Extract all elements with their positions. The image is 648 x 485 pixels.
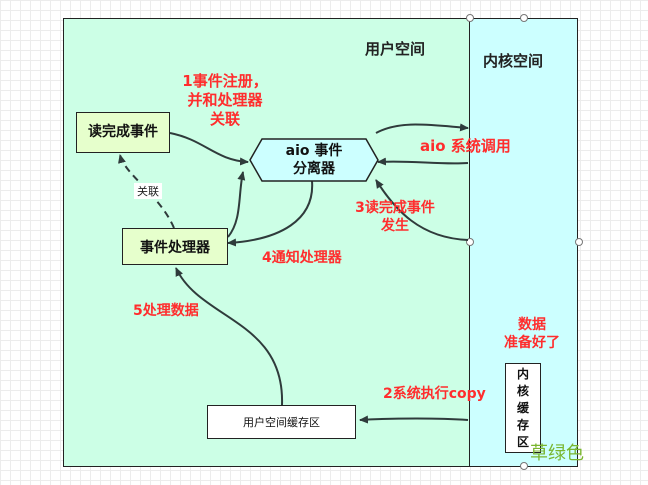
system-copy-annotation: 2系统执行copy	[383, 386, 486, 402]
aio-demux-hexagon	[249, 138, 379, 182]
color-label: 草绿色	[530, 443, 584, 464]
arrow-kernel-to-demux	[377, 157, 469, 166]
notify-handler-annotation: 4通知处理器	[262, 250, 342, 266]
read-complete-event-node[interactable]: 读完成事件	[76, 112, 170, 153]
associate-label: 关联	[134, 183, 162, 199]
aio-syscall-annotation: aio 系统调用	[420, 137, 511, 155]
resize-handle-left[interactable]	[466, 238, 474, 246]
arrow-demux-to-handler	[227, 180, 314, 247]
resize-handle-top[interactable]	[520, 14, 528, 22]
arrow-demux-to-kernel	[375, 123, 469, 134]
arrow-kernel-to-user-buffer	[359, 415, 469, 424]
data-ready-annotation: 数据 准备好了	[504, 317, 560, 351]
arrow-buffer-to-handler	[175, 267, 284, 406]
aio-demux-label-2: 分离器	[293, 161, 335, 177]
user-space-title: 用户空间	[365, 40, 426, 58]
resize-handle-bottom[interactable]	[520, 462, 528, 470]
user-buffer-node[interactable]: 用户空间缓存区	[207, 405, 356, 439]
arrow-register-to-demux	[169, 132, 249, 166]
kernel-space-title: 内核空间	[483, 52, 544, 70]
aio-demux-node[interactable]: aio 事件 分离器	[250, 139, 378, 181]
register-annotation: 1事件注册， 并和处理器 关联	[182, 72, 268, 128]
process-data-annotation: 5处理数据	[133, 303, 199, 319]
resize-handle-right[interactable]	[575, 238, 583, 246]
kernel-buffer-node[interactable]: 内核缓存区	[505, 363, 541, 453]
read-complete-occurs-annotation: 3读完成事件 发生	[355, 200, 435, 234]
aio-demux-label-1: aio 事件	[285, 143, 343, 159]
event-handler-node[interactable]: 事件处理器	[122, 228, 228, 265]
arrow-read-complete-to-demux	[375, 179, 469, 241]
arrow-handler-to-demux	[227, 171, 246, 238]
resize-handle-top-left[interactable]	[466, 14, 474, 22]
